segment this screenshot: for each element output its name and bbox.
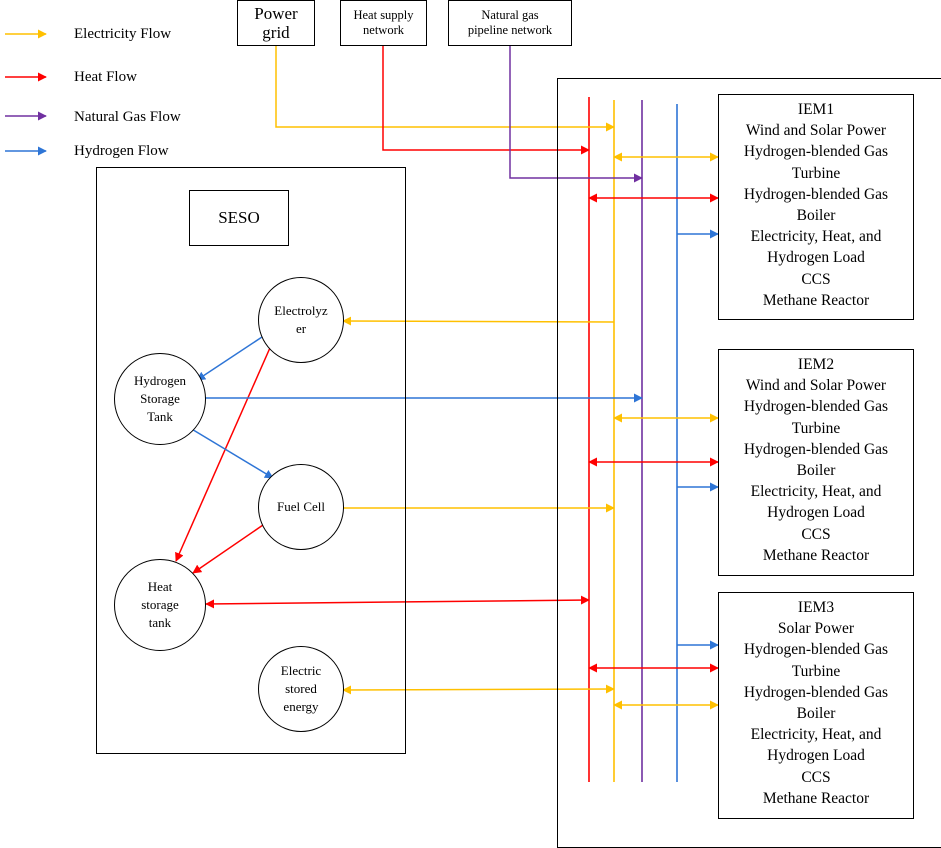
seso-container	[96, 167, 406, 754]
electric-storage-line-3: energy	[283, 699, 319, 714]
hydrogen-tank-line-1: Hydrogen	[134, 373, 186, 388]
iem1-line-9: Methane Reactor	[762, 291, 870, 309]
iem3-line-3: Turbine	[791, 662, 841, 680]
gas-network-line-2: pipeline network	[467, 23, 553, 37]
iem2-line-7: Hydrogen Load	[767, 504, 865, 522]
hydrogen-tank-line-3: Tank	[147, 409, 173, 424]
electrolyzer-to-h2tank-hydrogen	[196, 336, 263, 381]
electric-storage-bus-link	[342, 684, 615, 695]
bus-to-electrolyzer-electricity	[342, 316, 615, 326]
iem3-line-4: Hydrogen-blended Gas	[743, 683, 889, 701]
electric-storage-line-2: stored	[285, 681, 317, 696]
iem3-line-7: Hydrogen Load	[767, 747, 865, 765]
gas-network-box: Natural gas pipeline network	[448, 0, 572, 46]
heat-tank-line-1: Heat	[147, 579, 173, 594]
iem3-line-5: Boiler	[796, 705, 836, 723]
iem2-line-8: CCS	[801, 525, 831, 543]
legend-electricity-label: Electricity Flow	[74, 26, 172, 42]
heat-tank-line-3: tank	[148, 615, 172, 630]
iem3-box: IEM3 Solar Power Hydrogen-blended Gas Tu…	[718, 592, 914, 819]
fuel-cell-node: Fuel Cell	[258, 464, 344, 550]
iem3-line-2: Hydrogen-blended Gas	[743, 641, 889, 659]
power-grid-feed	[275, 46, 615, 132]
iem2-line-1: Wind and Solar Power	[745, 377, 887, 395]
iem1-box: IEM1 Wind and Solar Power Hydrogen-blend…	[718, 94, 914, 320]
heattank-bus-heat-link	[205, 595, 590, 609]
heat-storage-tank-node: Heat storage tank	[114, 559, 206, 651]
power-grid-box: Power grid	[237, 0, 315, 46]
iem3-line-0: IEM3	[797, 599, 835, 616]
iem2-line-5: Boiler	[796, 462, 836, 480]
iem2-line-3: Turbine	[791, 419, 841, 437]
electrolyzer-line-2: er	[295, 321, 307, 336]
gas-network-line-1: Natural gas	[481, 8, 539, 22]
h2tank-to-fuelcell-hydrogen	[189, 427, 274, 479]
iem3-line-8: CCS	[801, 768, 831, 786]
iem1-line-8: CCS	[801, 270, 831, 288]
heat-network-feed	[382, 46, 590, 155]
iem1-line-2: Hydrogen-blended Gas	[743, 143, 889, 161]
iem1-line-3: Turbine	[791, 164, 841, 182]
heat-network-box: Heat supply network	[340, 0, 427, 46]
iem1-line-7: Hydrogen Load	[767, 249, 865, 267]
legend-gas-label: Natural Gas Flow	[74, 109, 181, 125]
electric-storage-line-1: Electric	[280, 663, 322, 678]
heat-network-line-2: network	[363, 23, 404, 37]
electrolyzer-line-1: Electrolyz	[274, 303, 328, 318]
electrolyzer-to-heattank-heat	[175, 340, 274, 562]
fuelcell-to-heattank-heat	[192, 524, 264, 574]
electric-storage-node: Electric stored energy	[258, 646, 344, 732]
power-grid-line-1: Power	[254, 4, 298, 23]
fuel-cell-label: Fuel Cell	[276, 499, 326, 514]
hydrogen-storage-tank-node: Hydrogen Storage Tank	[114, 353, 206, 445]
iem1-line-5: Boiler	[796, 207, 836, 225]
iem2-line-0: IEM2	[797, 356, 835, 373]
iem2-line-2: Hydrogen-blended Gas	[743, 398, 889, 416]
iem2-box: IEM2 Wind and Solar Power Hydrogen-blend…	[718, 349, 914, 576]
heat-tank-line-2: storage	[141, 597, 179, 612]
hydrogen-tank-line-2: Storage	[140, 391, 180, 406]
heat-network-line-1: Heat supply	[353, 8, 414, 22]
electrolyzer-node: Electrolyz er	[258, 277, 344, 363]
legend-heat-label: Heat Flow	[74, 69, 137, 85]
power-grid-line-2: grid	[262, 23, 290, 42]
legend-hydrogen-label: Hydrogen Flow	[74, 143, 169, 159]
gas-network-feed	[509, 46, 643, 183]
iem3-line-9: Methane Reactor	[762, 789, 870, 807]
iem2-line-6: Electricity, Heat, and	[750, 483, 882, 501]
iem2-line-4: Hydrogen-blended Gas	[743, 440, 889, 458]
iem1-line-1: Wind and Solar Power	[745, 122, 887, 140]
iem3-line-6: Electricity, Heat, and	[750, 726, 882, 744]
iem1-line-6: Electricity, Heat, and	[750, 228, 882, 246]
iem3-line-1: Solar Power	[777, 620, 855, 638]
iem1-line-4: Hydrogen-blended Gas	[743, 185, 889, 203]
iem2-line-9: Methane Reactor	[762, 546, 870, 564]
seso-title-box: SESO	[189, 190, 289, 246]
iem1-line-0: IEM1	[797, 101, 835, 118]
seso-title: SESO	[218, 208, 260, 227]
